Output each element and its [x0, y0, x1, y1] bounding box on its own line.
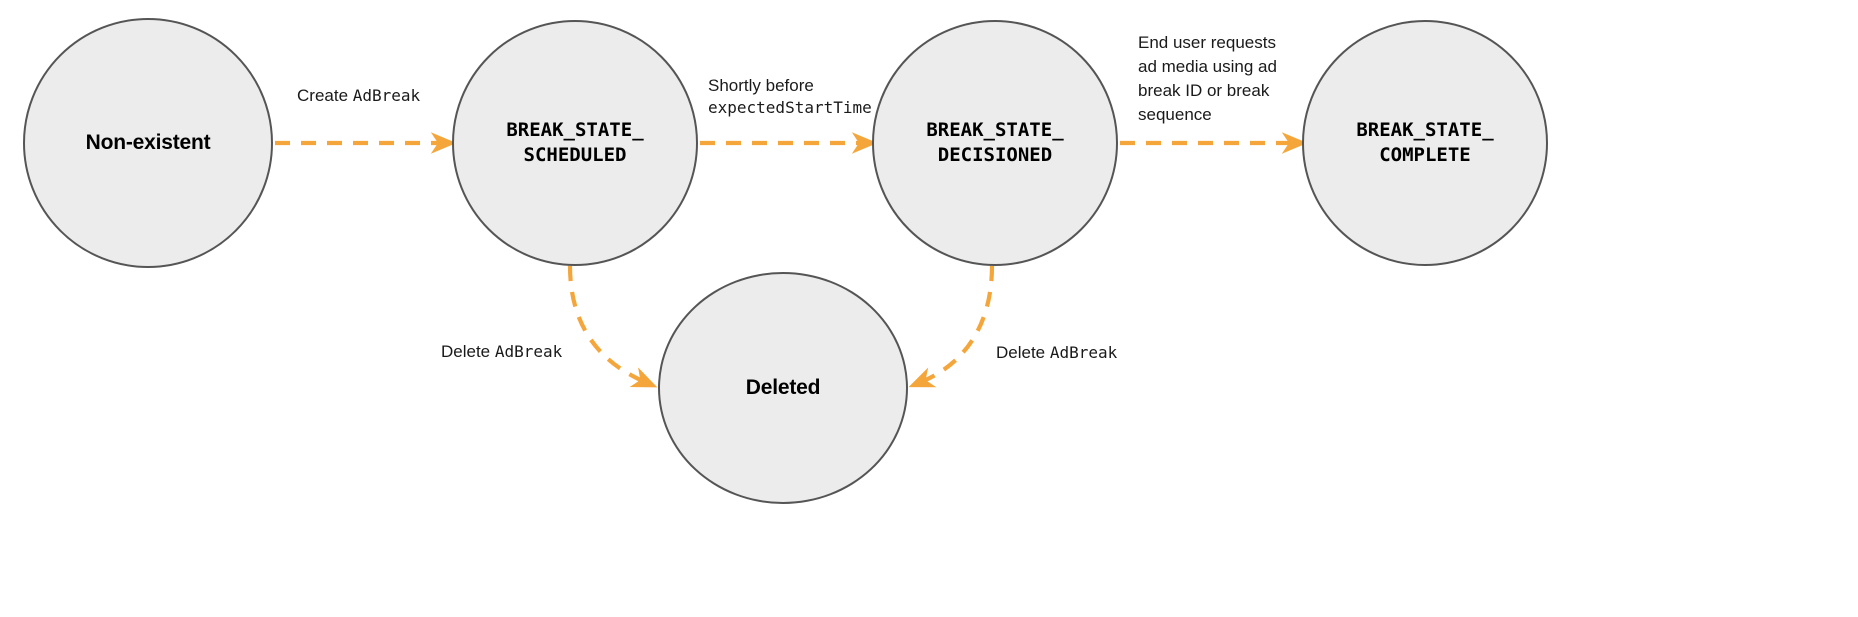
state-node-label: BREAK_STATE_ COMPLETE: [1356, 118, 1494, 166]
edge-label-text: Delete: [996, 343, 1050, 362]
state-node-break-state-decisioned[interactable]: BREAK_STATE_ DECISIONED: [872, 20, 1118, 266]
edge-label-line: Delete AdBreak: [996, 341, 1117, 365]
state-node-label: Non-existent: [85, 131, 211, 155]
edge-label-code: AdBreak: [494, 342, 563, 361]
edge-label-create-adbreak: Create AdBreak: [297, 84, 420, 108]
edge-label-delete-adbreak-left: Delete AdBreak: [441, 340, 562, 364]
edge-label-text: Delete: [441, 342, 495, 361]
state-node-break-state-scheduled[interactable]: BREAK_STATE_ SCHEDULED: [452, 20, 698, 266]
edge-label-line-2: ad media using ad: [1138, 57, 1277, 77]
edge-label-line-2: expectedStartTime: [708, 98, 872, 118]
edge-label-text: Create: [297, 86, 353, 105]
edge-label-line-4: sequence: [1138, 105, 1212, 125]
state-node-label: BREAK_STATE_ SCHEDULED: [506, 118, 644, 166]
state-node-label: Deleted: [745, 376, 821, 400]
edge-delete-right: [908, 265, 995, 388]
edge-label-shortly-before-expected-start-time: Shortly before expectedStartTime: [708, 74, 872, 119]
edge-label-code: AdBreak: [352, 86, 421, 105]
edge-delete-left: [567, 265, 658, 388]
edge-label-line: Create AdBreak: [297, 84, 420, 108]
edge-label-end-user-requests: End user requests ad media using ad brea…: [1138, 31, 1277, 128]
edge-label-line-1: End user requests: [1138, 33, 1276, 52]
state-node-break-state-complete[interactable]: BREAK_STATE_ COMPLETE: [1302, 20, 1548, 266]
edge-label-code: AdBreak: [1049, 343, 1118, 362]
edge-label-delete-adbreak-right: Delete AdBreak: [996, 341, 1117, 365]
state-node-non-existent[interactable]: Non-existent: [23, 18, 273, 268]
state-node-label: BREAK_STATE_ DECISIONED: [926, 118, 1064, 166]
edge-label-line-3: break ID or break: [1138, 81, 1270, 101]
edge-label-line: Delete AdBreak: [441, 340, 562, 364]
state-node-deleted[interactable]: Deleted: [658, 272, 908, 504]
edge-label-line-1: Shortly before: [708, 76, 814, 95]
